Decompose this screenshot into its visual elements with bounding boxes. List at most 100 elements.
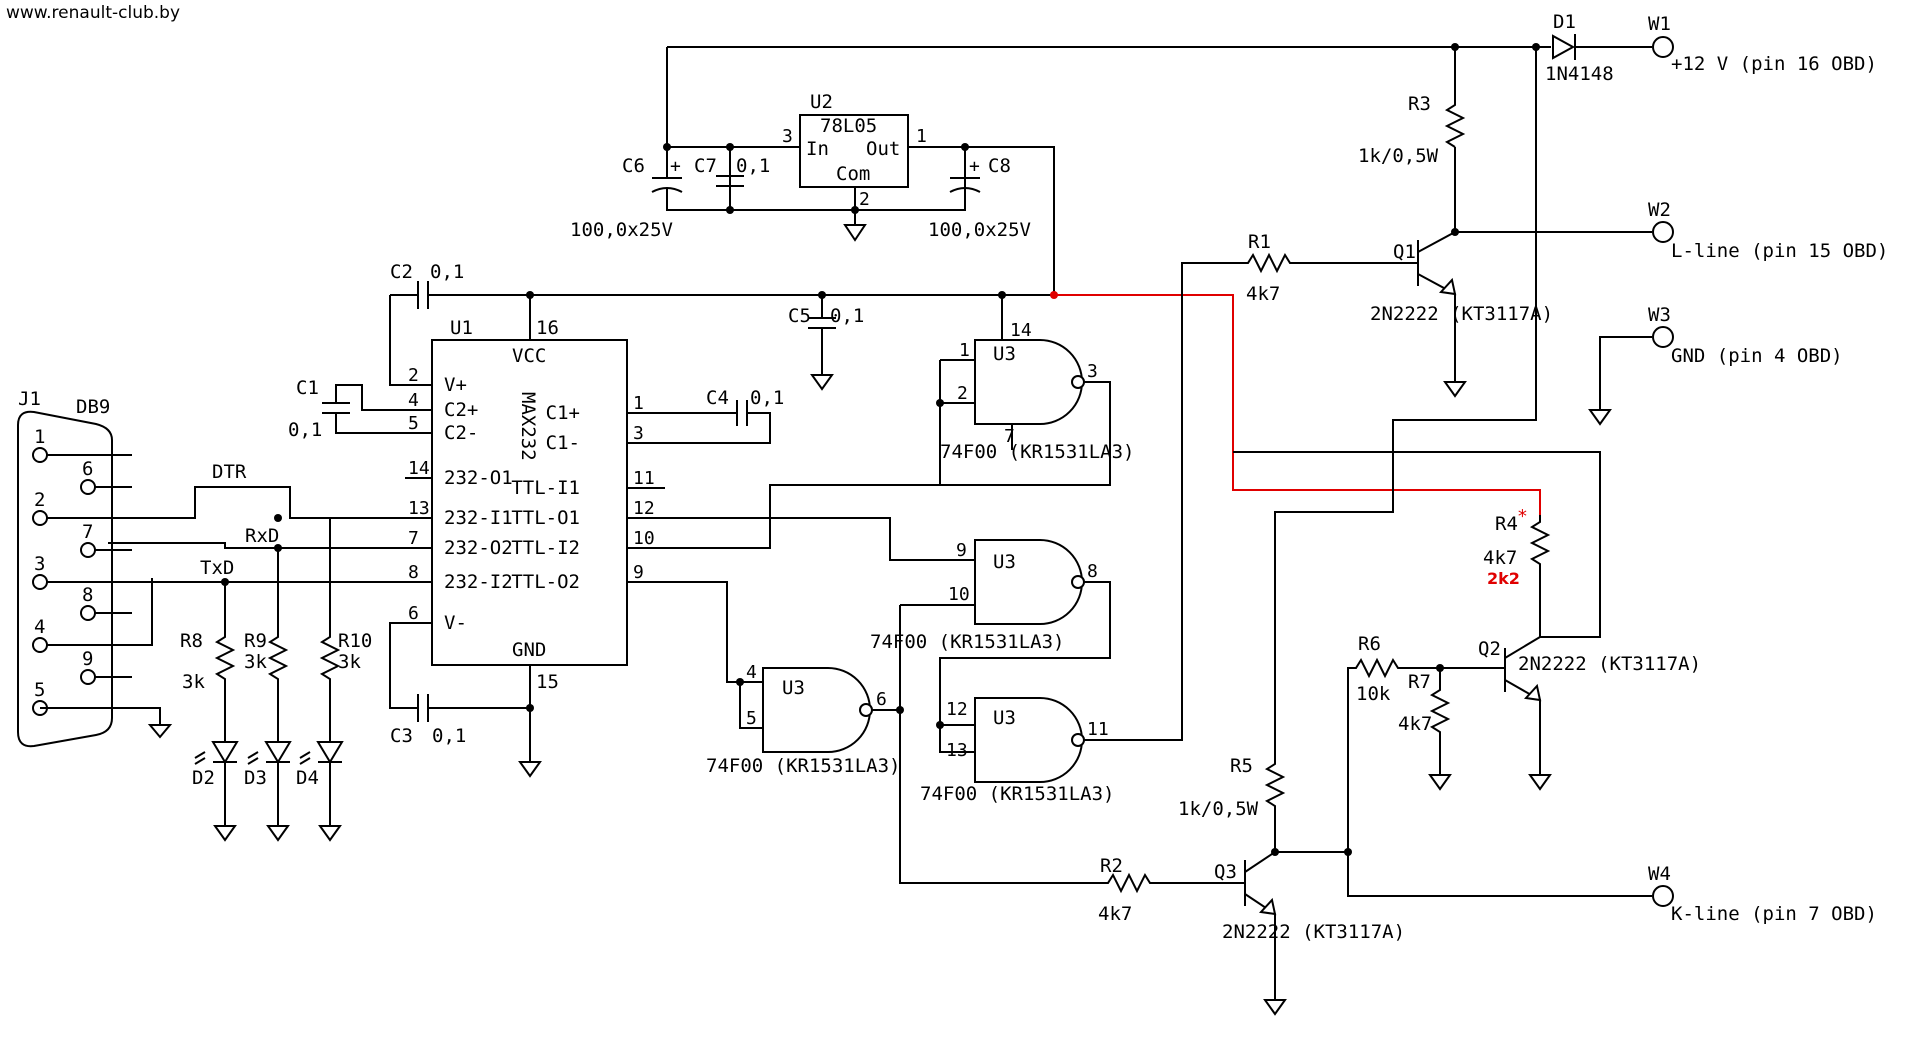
- c8-value: 100,0x25V: [928, 219, 1031, 241]
- db9-pin: 9: [80, 648, 132, 685]
- db9-pin-num: 1: [34, 426, 45, 448]
- logic-wiring: [627, 484, 1090, 884]
- k-line-wiring: [1271, 848, 1652, 897]
- transistor-q2: Q2 2N2222 (KT3117A): [1233, 451, 1701, 791]
- u1-left-pin-name: 232-I2: [444, 571, 513, 593]
- u1-right-pin-name: TTL-O2: [511, 571, 580, 593]
- transistor-q3: Q3 2N2222 (KT3117A): [1214, 851, 1405, 1016]
- r1-value: 4k7: [1246, 283, 1280, 305]
- d1-type: 1N4148: [1545, 63, 1614, 85]
- g4-pin-out: 11: [1087, 719, 1109, 740]
- connector-w4[interactable]: W4 K-line (pin 7 OBD): [1648, 863, 1877, 925]
- g1-ref: U3: [993, 343, 1016, 365]
- connector-j1-db9[interactable]: J1 DB9: [17, 388, 113, 748]
- nand-gate-1: U3 1 2 3 14 7 74F00 (KR1531LA3): [936, 320, 1134, 486]
- r8-ref: R8: [180, 630, 203, 652]
- w2-ref: W2: [1648, 199, 1671, 221]
- g2-pin-out: 8: [1087, 561, 1098, 582]
- resistor-r4: R4 * 4k7 2k2: [1483, 506, 1551, 637]
- g3-pin-a: 4: [746, 662, 757, 683]
- db9-pin-num: 3: [34, 553, 45, 575]
- resistor-r2: R2 4k7: [1090, 855, 1245, 925]
- c7-value: 0,1: [736, 155, 770, 177]
- r9-ref: R9: [244, 630, 267, 652]
- l-line-wiring: [1451, 228, 1652, 236]
- u1-left-pin-num: 4: [408, 390, 419, 411]
- g1-pin-b: 2: [957, 383, 968, 404]
- g3-type: 74F00 (KR1531LA3): [706, 755, 900, 777]
- q2-ref: Q2: [1478, 638, 1501, 660]
- db9-pin-num: 5: [34, 679, 45, 701]
- g4-ref: U3: [993, 707, 1016, 729]
- c3-value: 0,1: [432, 725, 466, 747]
- u1-right-pin-num: 1: [633, 393, 644, 414]
- q1-type: 2N2222 (KT3117A): [1370, 303, 1553, 325]
- u2-pin-out: 1: [916, 126, 927, 147]
- d3-ref: D3: [244, 767, 267, 789]
- u1-right-pin-num: 10: [633, 528, 655, 549]
- resistor-r6: R6 10k: [1347, 633, 1445, 852]
- g2-pin-b: 10: [948, 584, 970, 605]
- led-branch: [194, 632, 239, 842]
- c1-value: 0,1: [288, 419, 322, 441]
- site-watermark: www.renault-club.by: [6, 3, 180, 23]
- r5-value: 1k/0,5W: [1178, 798, 1259, 820]
- u2-pin-com: 2: [859, 189, 870, 210]
- u1-name: MAX232: [517, 392, 539, 461]
- q3-type: 2N2222 (KT3117A): [1222, 921, 1405, 943]
- u1-left-pin-num: 13: [408, 498, 430, 519]
- ground-symbol: [318, 825, 342, 842]
- vcc-rail: [389, 291, 1541, 515]
- g1-type: 74F00 (KR1531LA3): [940, 441, 1134, 463]
- g2-type: 74F00 (KR1531LA3): [870, 631, 1064, 653]
- w4-label: K-line (pin 7 OBD): [1671, 903, 1877, 925]
- r10-ref: R10: [338, 630, 372, 652]
- r3-ref: R3: [1408, 93, 1431, 115]
- connector-w2[interactable]: W2 L-line (pin 15 OBD): [1648, 199, 1888, 262]
- d2-ref: D2: [192, 767, 215, 789]
- db9-pin: 6: [80, 458, 132, 495]
- led-labels: R8 3k R9 3k R10 3k D2 D3 D4: [180, 630, 372, 789]
- svg-text:+: +: [969, 156, 980, 177]
- c4-value: 0,1: [750, 387, 784, 409]
- capacitor-c7: C7 0,1: [694, 147, 770, 210]
- db9-pin-num: 6: [82, 458, 93, 480]
- c2-value: 0,1: [430, 261, 464, 283]
- w1-label: +12 V (pin 16 OBD): [1671, 53, 1877, 75]
- db9-pin-num: 9: [82, 648, 93, 670]
- db9-pin: 8: [80, 584, 132, 621]
- r7-ref: R7: [1408, 671, 1431, 693]
- svg-text:+: +: [670, 156, 681, 177]
- u1-left-pin-num: 6: [408, 603, 419, 624]
- g1-pin-a: 1: [959, 340, 970, 361]
- connector-w3[interactable]: W3 GND (pin 4 OBD): [1588, 304, 1843, 426]
- u1-left-pin-name: C2+: [444, 399, 478, 421]
- g1-pin-out: 3: [1087, 361, 1098, 382]
- db9-pin: 1: [32, 426, 132, 463]
- g3-pin-b: 5: [746, 708, 757, 729]
- c4-ref: C4: [706, 387, 729, 409]
- d1-ref: D1: [1553, 11, 1576, 33]
- g1-pin-gnd: 7: [1004, 426, 1015, 447]
- u2-ref: U2: [810, 91, 833, 113]
- c1-ref: C1: [296, 377, 319, 399]
- c5-ref: C5: [788, 305, 811, 327]
- txd-label: TxD: [200, 557, 234, 579]
- u1-left-pin-name: V-: [444, 612, 467, 634]
- c6-value: 100,0x25V: [570, 219, 673, 241]
- g4-pin-b: 13: [946, 740, 968, 761]
- r10-value: 3k: [338, 651, 361, 673]
- capacitor-c6: + C6 100,0x25V: [570, 147, 683, 241]
- supply-rail: [663, 43, 1652, 295]
- w3-ref: W3: [1648, 304, 1671, 326]
- connector-w1[interactable]: W1 +12 V (pin 16 OBD): [1648, 13, 1877, 75]
- c6-ref: C6: [622, 155, 645, 177]
- u2-com: Com: [836, 163, 870, 185]
- g3-pin-out: 6: [876, 689, 887, 710]
- d4-ref: D4: [296, 767, 319, 789]
- u1-right-pin-num: 3: [633, 423, 644, 444]
- u1-right-pin-name: TTL-I1: [511, 477, 580, 499]
